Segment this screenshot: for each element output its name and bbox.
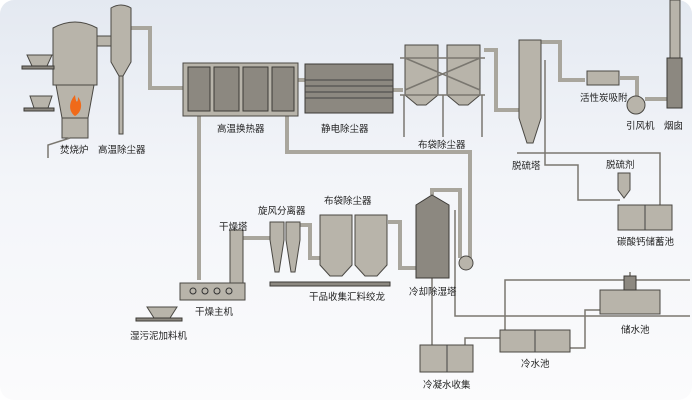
line-desulf-loop: [517, 152, 661, 205]
label-storage-pool: 储水池: [621, 325, 650, 336]
pipe-bag-to-desulf: [484, 48, 520, 112]
bag-filter-top: [400, 44, 485, 137]
drying-tower: [229, 229, 244, 284]
label-bag-filter-top: 布袋除尘器: [418, 140, 466, 151]
label-heat-exchanger: 高温换热器: [217, 124, 265, 135]
bag-filter-bottom: [319, 214, 388, 277]
label-esp: 静电除尘器: [321, 124, 369, 135]
flame-icon: [70, 95, 82, 116]
label-fan: 引风机: [626, 121, 655, 132]
pipe-desulf-to-carbon: [541, 40, 585, 82]
label-high-temp-dust-collector: 高温除尘器: [98, 145, 146, 156]
label-activated-carbon: 活性炭吸附: [580, 93, 628, 104]
line-condensate-to-cold: [464, 337, 500, 345]
label-bag-filter-bottom: 布袋除尘器: [324, 196, 372, 207]
desulfurization-tower: [518, 39, 542, 144]
dry-product-auger: [269, 281, 391, 287]
line-desulfurizer: [544, 60, 620, 201]
incinerator-unit: [21, 21, 98, 158]
label-chimney: 烟囱: [664, 121, 684, 132]
pipe-dust-to-exchanger: [131, 26, 183, 90]
label-cold-pool: 冷水池: [521, 359, 550, 370]
heat-exchanger: [182, 62, 299, 117]
label-incinerator: 焚烧炉: [60, 145, 89, 156]
calcium-carbonate-tank: [617, 204, 673, 231]
label-calcium-tank: 碳酸钙储蓄池: [617, 237, 675, 248]
high-temp-dust-collector: [96, 4, 132, 135]
label-condensate: 冷凝水收集: [423, 380, 471, 391]
line-cooler-to-storage: [454, 210, 690, 317]
label-drying-tower: 干燥塔: [219, 222, 248, 233]
label-auger: 干品收集汇料绞龙: [309, 292, 386, 303]
chimney-unit: [666, 0, 683, 109]
pipe-bag-to-cooler: [388, 220, 416, 270]
label-desulf-tower: 脱硫塔: [512, 161, 541, 172]
line-cold-to-storage: [570, 309, 600, 349]
pipe-exchanger-return: [285, 116, 472, 258]
cyclone-separator: [269, 221, 301, 273]
label-sludge-feeder: 湿污泥加料机: [130, 331, 188, 342]
pipe-cyclone-to-bag: [300, 223, 320, 260]
cooling-tower: [415, 194, 450, 279]
pipe-carbon-to-fan: [620, 76, 639, 100]
label-cooling-tower: 冷却除湿塔: [409, 287, 457, 298]
condensate-tank: [419, 344, 474, 373]
cooler-fan-icon: [458, 255, 474, 271]
fan-icon: [626, 95, 646, 115]
label-desulfurizer: 脱硫剂: [606, 160, 635, 171]
pipe-cooler-to-fan: [430, 188, 462, 258]
dryer-main-unit: [179, 282, 246, 301]
activated-carbon-unit: [586, 70, 620, 86]
label-cyclone: 旋风分离器: [258, 206, 306, 217]
desulfurizer-hopper: [617, 172, 631, 199]
cold-water-tank: [499, 329, 571, 353]
label-dryer-main: 干燥主机: [195, 307, 234, 318]
wet-sludge-feeder: [135, 306, 183, 322]
line-cold-pool-up: [504, 279, 690, 330]
electrostatic-precipitator: [304, 63, 394, 114]
storage-tank: [599, 275, 661, 315]
